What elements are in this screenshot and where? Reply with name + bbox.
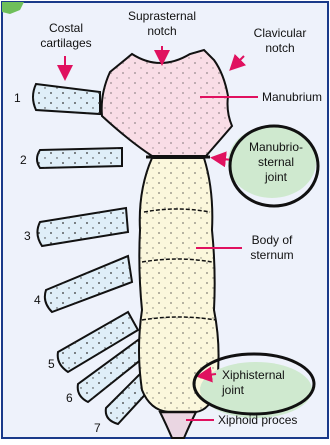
rib-number-2: 2 <box>20 153 27 167</box>
rib-number-1: 1 <box>14 91 21 105</box>
label-suprasternal-notch-line2: notch <box>147 24 176 38</box>
label-xiphisternal-joint-line2: joint <box>221 383 245 397</box>
label-manubriosternal-joint-line3: joint <box>264 170 288 184</box>
label-body-of-sternum-line2: sternum <box>250 248 293 262</box>
label-xiphisternal-joint-line1: Xiphisternal <box>222 368 285 382</box>
label-suprasternal-notch-line1: Suprasternal <box>128 9 196 23</box>
label-costal-cartilages-line2: cartilages <box>40 36 91 50</box>
rib-number-3: 3 <box>24 229 31 243</box>
label-clavicular-notch-line2: notch <box>265 41 294 55</box>
rib-number-7: 7 <box>94 421 101 435</box>
label-manubriosternal-joint-line1: Manubrio- <box>249 140 303 154</box>
rib-number-6: 6 <box>66 391 73 405</box>
label-manubriosternal-joint-line2: sternal <box>258 155 294 169</box>
label-manubrium: Manubrium <box>262 90 322 104</box>
label-xiphoid-process: Xiphoid proces <box>218 413 297 427</box>
label-clavicular-notch-line1: Clavicular <box>254 26 307 40</box>
label-costal-cartilages-line1: Costal <box>49 21 83 35</box>
rib-number-5: 5 <box>48 357 55 371</box>
label-body-of-sternum-line1: Body of <box>252 233 293 247</box>
rib-number-4: 4 <box>34 293 41 307</box>
